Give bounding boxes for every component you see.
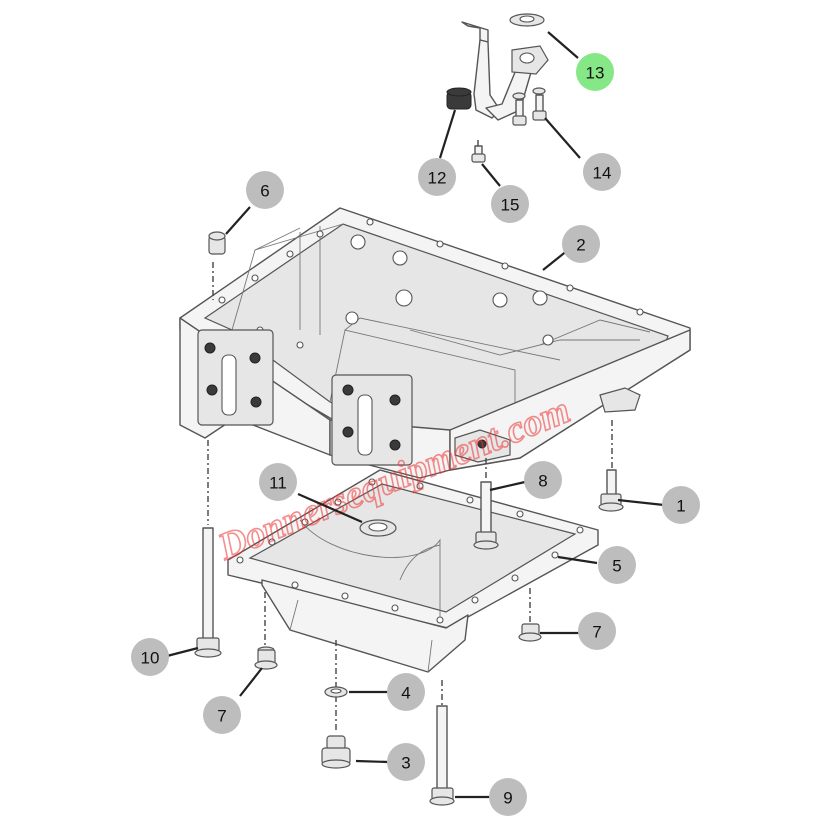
svg-text:14: 14 xyxy=(593,164,612,183)
callout-4[interactable]: 4 xyxy=(387,673,425,711)
strainer-part-12 xyxy=(446,87,472,110)
bolt-part-7-right xyxy=(518,623,542,642)
bolt-part-9 xyxy=(429,705,455,806)
svg-text:15: 15 xyxy=(501,196,520,215)
svg-text:2: 2 xyxy=(576,236,585,255)
svg-text:4: 4 xyxy=(401,684,410,703)
svg-text:10: 10 xyxy=(141,649,160,668)
svg-text:9: 9 xyxy=(503,789,512,808)
callout-11[interactable]: 11 xyxy=(259,463,297,501)
bracket-assembly xyxy=(446,13,549,163)
svg-text:3: 3 xyxy=(401,754,410,773)
callout-10[interactable]: 10 xyxy=(131,638,169,676)
washer-part-4 xyxy=(324,686,348,698)
svg-text:11: 11 xyxy=(269,474,287,493)
callout-14[interactable]: 14 xyxy=(583,153,621,191)
alignment-lines xyxy=(207,140,613,730)
callout-13[interactable]: 13 xyxy=(576,53,614,91)
plug-part-6 xyxy=(208,231,226,255)
bolts-part-14 xyxy=(512,87,547,126)
upper-oil-pan xyxy=(179,207,691,479)
leader-lines xyxy=(166,31,665,799)
callout-1[interactable]: 1 xyxy=(662,486,700,524)
drain-plug-part-3 xyxy=(321,735,351,769)
bolt-part-10 xyxy=(194,527,222,658)
callout-7-right[interactable]: 7 xyxy=(578,612,616,650)
svg-text:7: 7 xyxy=(592,623,601,642)
bolt-part-15 xyxy=(471,145,486,163)
bolt-part-8 xyxy=(473,481,499,550)
lower-oil-pan xyxy=(227,469,599,673)
callout-15[interactable]: 15 xyxy=(491,185,529,223)
callout-3[interactable]: 3 xyxy=(387,743,425,781)
svg-text:8: 8 xyxy=(538,472,547,491)
svg-text:6: 6 xyxy=(260,182,269,201)
callout-12[interactable]: 12 xyxy=(418,158,456,196)
callout-6[interactable]: 6 xyxy=(246,171,284,209)
svg-text:13: 13 xyxy=(586,64,605,83)
fasteners xyxy=(194,231,624,806)
callout-8[interactable]: 8 xyxy=(524,461,562,499)
svg-text:5: 5 xyxy=(612,557,621,576)
bolt-part-1 xyxy=(598,469,624,512)
callout-9[interactable]: 9 xyxy=(489,778,527,816)
svg-text:12: 12 xyxy=(428,169,447,188)
svg-text:1: 1 xyxy=(676,497,685,516)
callout-5[interactable]: 5 xyxy=(598,546,636,584)
svg-text:7: 7 xyxy=(217,707,226,726)
callout-2[interactable]: 2 xyxy=(562,225,600,263)
bolt-part-7-left xyxy=(254,646,278,670)
callout-7-left[interactable]: 7 xyxy=(203,696,241,734)
